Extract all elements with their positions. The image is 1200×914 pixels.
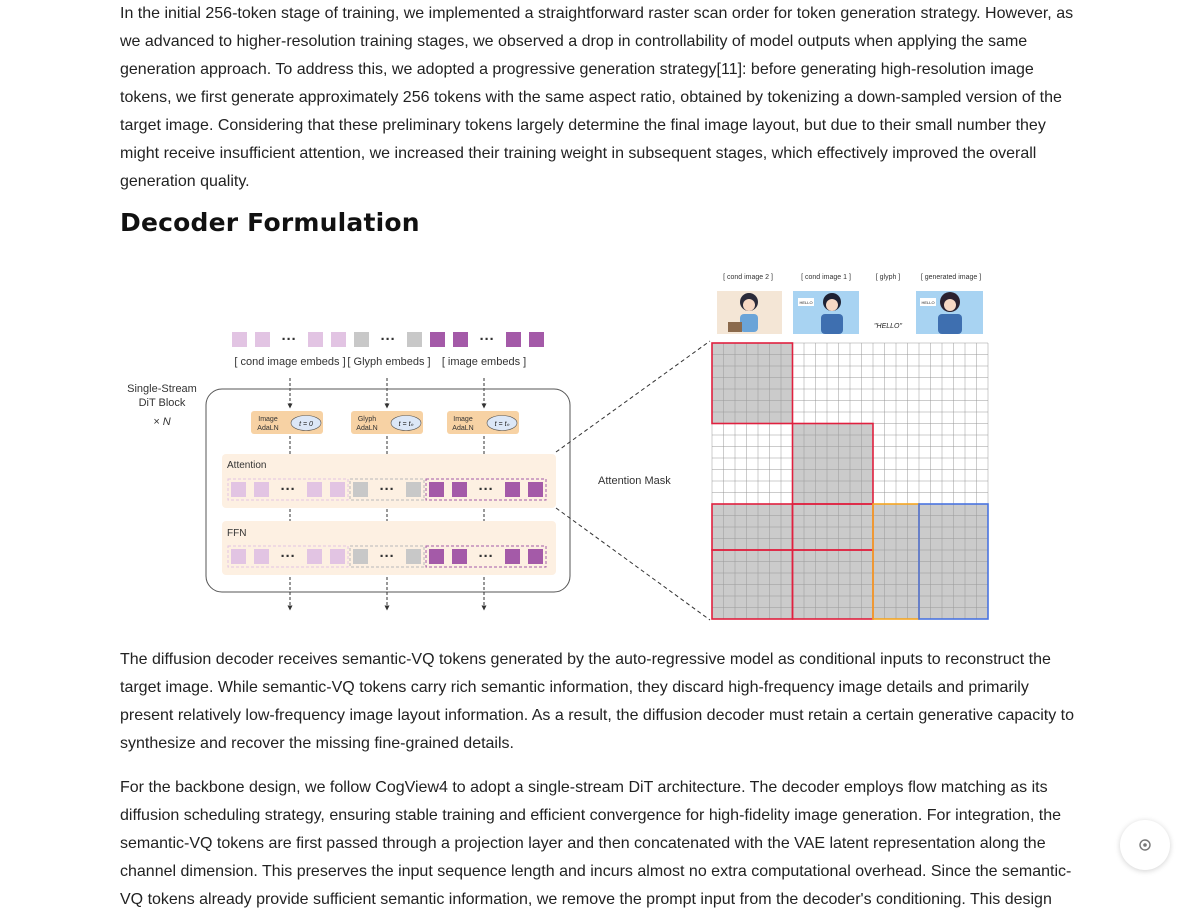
cond-token [307, 549, 322, 564]
svg-text:Image: Image [258, 416, 278, 423]
col-label-glyph: [ glyph ] [876, 274, 901, 281]
svg-text:Image: Image [453, 416, 473, 423]
image-token [429, 482, 444, 497]
adaln-image-gen: Image AdaLN t = tₙ [447, 411, 519, 434]
token-group-box [227, 478, 349, 501]
input-token-row: ··· ··· ··· [232, 331, 544, 348]
token-ellipsis: ··· [479, 481, 494, 498]
image-token [528, 549, 543, 564]
image-token [429, 549, 444, 564]
attention-row [222, 454, 556, 508]
svg-text:t = tₙ: t = tₙ [399, 421, 414, 428]
mask-attended-block [712, 343, 793, 424]
col-label-cond-image-2: [ cond image 2 ] [723, 274, 773, 281]
thumbnail-cond-image-1: HELLO [793, 291, 859, 334]
glyph-hello-text: "HELLO" [874, 323, 902, 330]
svg-text:t = tₙ: t = tₙ [495, 421, 510, 428]
cond-token [231, 482, 246, 497]
ffn-row [222, 521, 556, 575]
image-token [506, 332, 521, 347]
paragraph-backbone-design: For the backbone design, we follow CogVi… [120, 779, 1072, 908]
image-token [529, 332, 544, 347]
zoom-lines [555, 340, 711, 621]
decoder-architecture-figure: Single-Stream DiT Block × N ··· ··· ··· [ … [127, 274, 989, 621]
token-ellipsis: ··· [380, 548, 395, 565]
glyph-token [406, 549, 421, 564]
cond-token [254, 482, 269, 497]
image-embeds-label: [ image embeds ] [442, 356, 526, 368]
token-group-box [425, 478, 547, 501]
token-ellipsis: ··· [282, 331, 297, 348]
mask-block-outline [918, 503, 989, 620]
thumbnail-generated-image: HELLO [916, 291, 983, 334]
svg-text:t = 0: t = 0 [299, 421, 313, 428]
token-ellipsis: ··· [281, 548, 296, 565]
cond-token [231, 549, 246, 564]
adaln-image-cond: Image AdaLN t = 0 [251, 411, 323, 434]
svg-text:AdaLN: AdaLN [257, 425, 278, 432]
cond-token [307, 482, 322, 497]
attention-mask-grid [711, 342, 989, 620]
glyph-token [353, 482, 368, 497]
glyph-token [407, 332, 422, 347]
image-token [528, 482, 543, 497]
attention-label: Attention [227, 460, 266, 471]
attention-token-row: ··· ··· ··· [227, 478, 547, 501]
cond-token [255, 332, 270, 347]
token-group-box [227, 545, 349, 568]
token-ellipsis: ··· [480, 331, 495, 348]
glyph-token [406, 482, 421, 497]
block-label-dit-block: DiT Block [139, 397, 186, 409]
image-token [505, 482, 520, 497]
dit-block-container [205, 388, 571, 593]
thumbnail-cond-image-2 [717, 291, 782, 334]
ffn-label: FFN [227, 528, 246, 539]
image-token [452, 549, 467, 564]
glyph-token [354, 332, 369, 347]
floating-action-button[interactable] [1120, 820, 1170, 870]
token-group-box [349, 545, 425, 568]
svg-text:HELLO: HELLO [799, 300, 812, 305]
image-token [452, 482, 467, 497]
adaln-glyph: Glyph AdaLN t = tₙ [351, 411, 423, 434]
glyph-token [353, 549, 368, 564]
cond-token [308, 332, 323, 347]
token-ellipsis: ··· [381, 331, 396, 348]
token-group-box [425, 545, 547, 568]
cond-token [330, 482, 345, 497]
mask-attended-block [792, 423, 873, 504]
image-token [453, 332, 468, 347]
image-token [505, 549, 520, 564]
svg-text:Glyph: Glyph [358, 416, 376, 423]
paragraph-progressive-generation: In the initial 256-token stage of traini… [120, 5, 1074, 190]
cond-token [330, 549, 345, 564]
token-ellipsis: ··· [479, 548, 494, 565]
svg-text:HELLO: HELLO [921, 300, 934, 305]
col-label-cond-image-1: [ cond image 1 ] [801, 274, 851, 281]
paragraph-diffusion-decoder: The diffusion decoder receives semantic-… [120, 651, 1074, 752]
cond-image-embeds-label: [ cond image embeds ] [234, 356, 345, 368]
image-token [430, 332, 445, 347]
svg-text:AdaLN: AdaLN [452, 425, 473, 432]
glyph-embeds-label: [ Glyph embeds ] [347, 356, 430, 368]
settings-icon [1139, 839, 1151, 851]
cond-token [254, 549, 269, 564]
block-label-single-stream: Single-Stream [127, 383, 197, 395]
token-ellipsis: ··· [281, 481, 296, 498]
svg-text:AdaLN: AdaLN [356, 425, 377, 432]
token-group-box [349, 478, 425, 501]
cond-token [232, 332, 247, 347]
cond-token [331, 332, 346, 347]
mask-block-outline [711, 342, 794, 425]
section-heading-decoder: Decoder Formulation [120, 208, 420, 237]
ffn-token-row: ··· ··· ··· [227, 545, 547, 568]
token-ellipsis: ··· [380, 481, 395, 498]
block-label-times-n: × N [153, 416, 170, 428]
attention-mask-label: Attention Mask [598, 475, 671, 487]
col-label-generated-image: [ generated image ] [921, 274, 981, 281]
